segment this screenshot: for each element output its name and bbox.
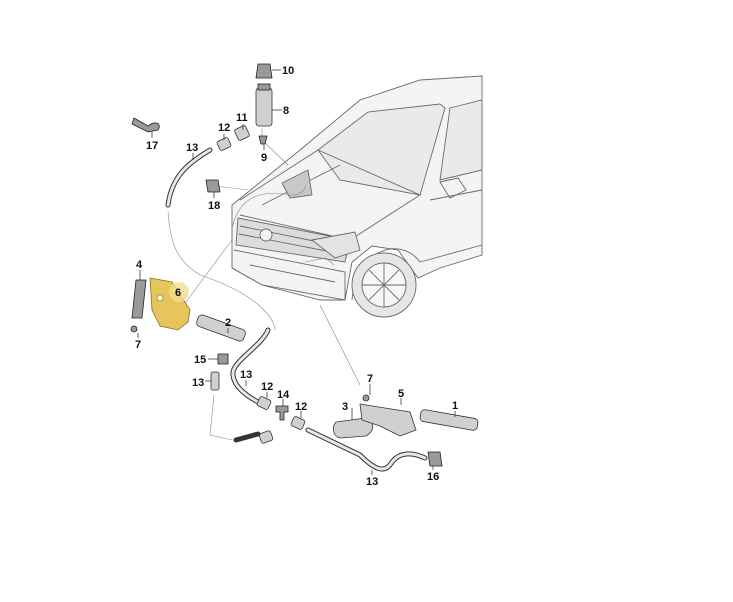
callout-labels: 10 8 11 12 9 17 13 18 4 6 7 2 15 13 13 1…	[135, 65, 458, 488]
part-8-pump	[255, 87, 273, 127]
part-1-nozzle-right	[419, 409, 479, 431]
part-5-bracket	[359, 403, 417, 437]
callout-12-right: 12	[295, 401, 307, 413]
callout-13-mid: 13	[240, 369, 252, 381]
part-10-cap	[255, 63, 273, 79]
parts	[130, 63, 479, 472]
part-2-nozzle-left	[196, 314, 246, 342]
callout-10: 10	[282, 65, 294, 77]
callout-leaders	[137, 69, 456, 475]
callout-6-highlight	[169, 282, 189, 302]
callout-13-top: 13	[186, 142, 198, 154]
callout-11: 11	[236, 112, 248, 124]
callout-12-top: 12	[218, 122, 230, 134]
callout-17: 17	[146, 140, 158, 152]
part-12-connector-right	[290, 416, 306, 430]
part-12-connector-mid	[256, 396, 272, 410]
callout-2: 2	[225, 317, 231, 329]
callout-7-right: 7	[367, 373, 373, 385]
callout-3: 3	[342, 401, 348, 413]
part-14-tpiece	[275, 405, 289, 421]
part-16-connector	[427, 451, 443, 467]
part-12-connector	[216, 137, 232, 151]
part-18-connector	[205, 179, 221, 193]
callout-18: 18	[208, 200, 220, 212]
callout-13-bottom: 13	[366, 476, 378, 488]
part-7-screw-right	[362, 394, 370, 402]
callout-12-mid: 12	[261, 381, 273, 393]
callout-14: 14	[277, 389, 290, 401]
vehicle-illustration	[231, 75, 483, 318]
callout-15: 15	[194, 354, 206, 366]
part-13-connector	[210, 371, 220, 391]
callout-6: 6	[175, 287, 181, 299]
part-12-connector-low	[258, 430, 274, 444]
callout-4: 4	[136, 259, 143, 271]
part-7-screw-left	[130, 325, 138, 333]
callout-16: 16	[427, 471, 439, 483]
part-13-hose-upper	[165, 147, 213, 208]
callout-5: 5	[398, 388, 404, 400]
callout-1: 1	[452, 400, 458, 412]
callout-13-left: 13	[192, 377, 204, 389]
part-4-cover	[131, 279, 147, 319]
callout-8: 8	[283, 105, 289, 117]
callout-7-left: 7	[135, 339, 141, 351]
part-15-connector	[217, 353, 229, 365]
part-9-grommet	[258, 135, 268, 145]
part-11-connector	[234, 125, 250, 141]
callout-9: 9	[261, 152, 267, 164]
part-17-clip	[131, 117, 160, 133]
